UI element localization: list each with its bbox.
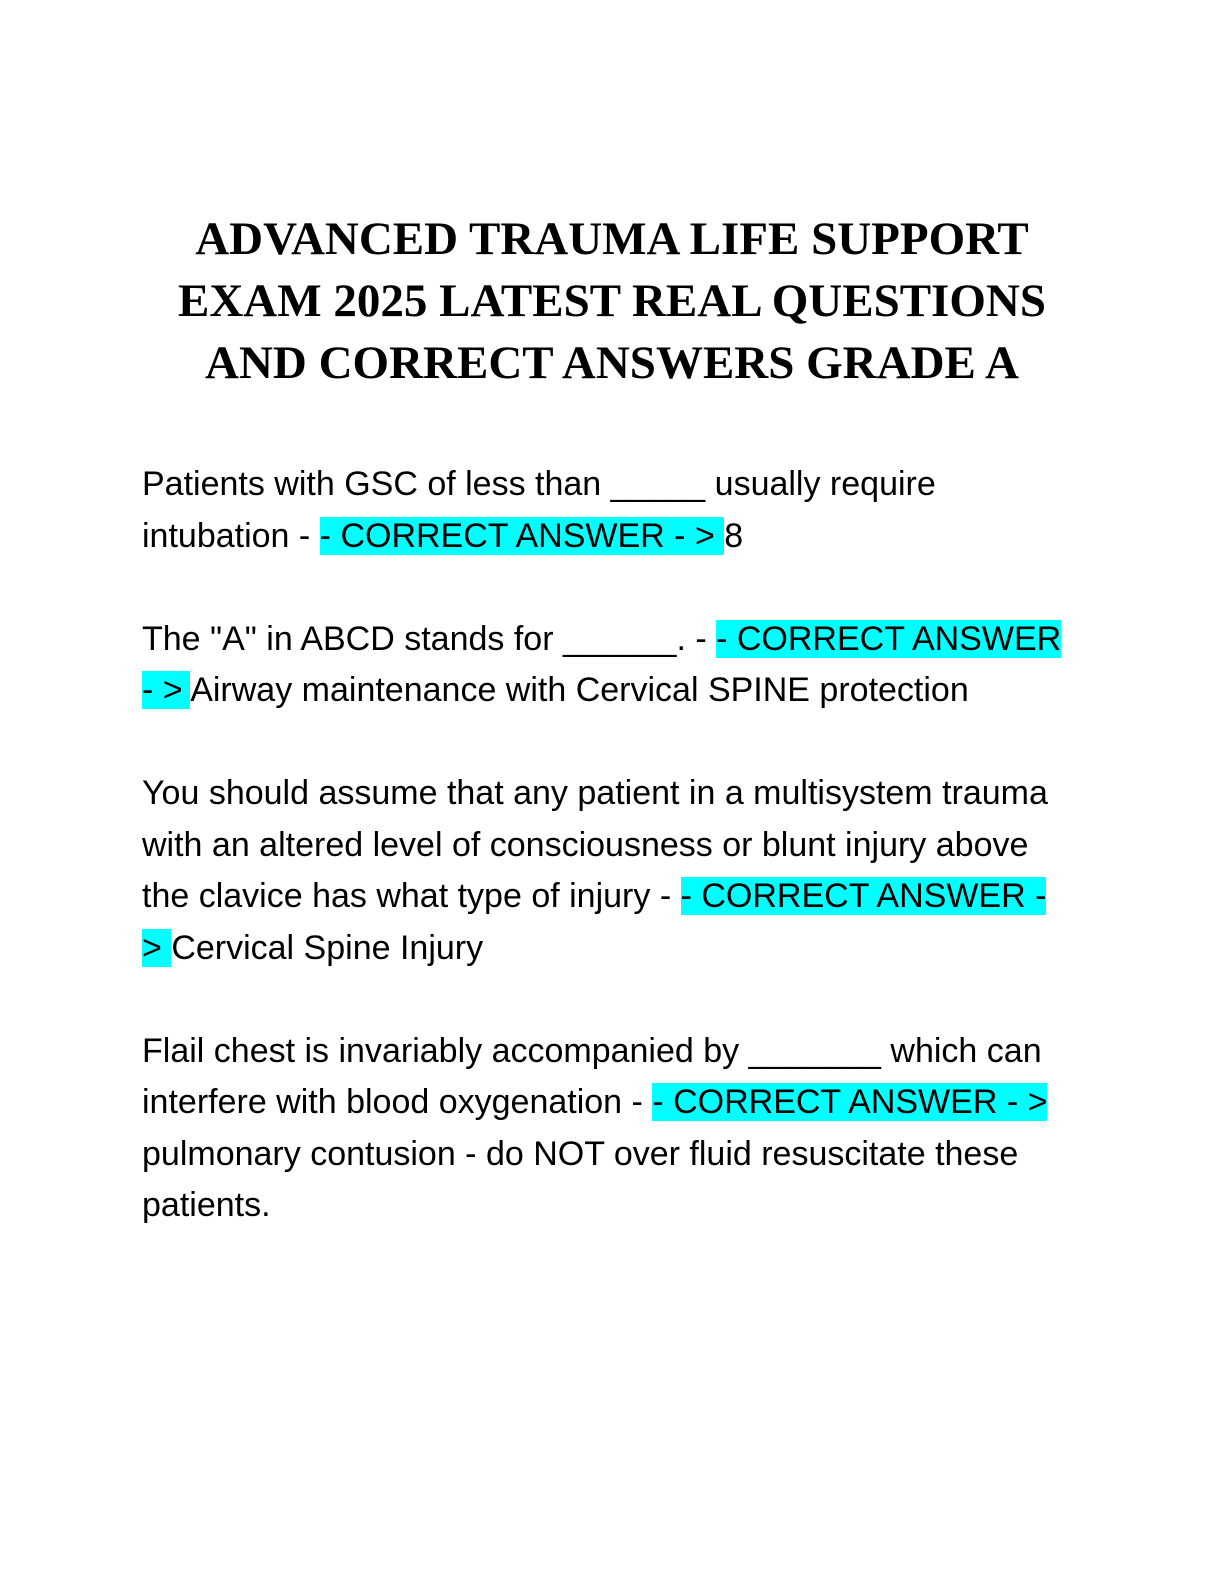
question-text: Patients with GSC of less than _____ usu… <box>142 465 936 555</box>
question-text: The "A" in ABCD stands for ______. - <box>142 619 717 658</box>
qa-item: The "A" in ABCD stands for ______. - - C… <box>142 614 1062 717</box>
answer-text: pulmonary contusion - do NOT over fluid … <box>142 1134 1019 1225</box>
correct-answer-marker: - CORRECT ANSWER - > <box>652 1083 1048 1121</box>
title-line: ADVANCED TRAUMA LIFE SUPPORT <box>195 213 1029 265</box>
document-title: ADVANCED TRAUMA LIFE SUPPORT EXAM 2025 L… <box>120 208 1104 394</box>
question-answer-list: Patients with GSC of less than _____ usu… <box>142 459 1062 1283</box>
qa-item: You should assume that any patient in a … <box>142 768 1062 974</box>
question-text: Flail chest is invariably accompanied by… <box>142 1031 1042 1122</box>
qa-item: Flail chest is invariably accompanied by… <box>142 1026 1062 1232</box>
title-line: AND CORRECT ANSWERS GRADE A <box>205 337 1019 389</box>
title-line: EXAM 2025 LATEST REAL QUESTIONS <box>178 275 1046 327</box>
qa-item: Patients with GSC of less than _____ usu… <box>142 459 1062 562</box>
answer-text: Cervical Spine Injury <box>171 928 484 967</box>
question-text: You should assume that any patient in a … <box>142 774 1048 915</box>
correct-answer-marker: - CORRECT ANSWER - > <box>319 516 725 555</box>
answer-text: 8 <box>724 516 744 555</box>
answer-text: Airway maintenance with Cervical SPINE p… <box>190 671 969 709</box>
